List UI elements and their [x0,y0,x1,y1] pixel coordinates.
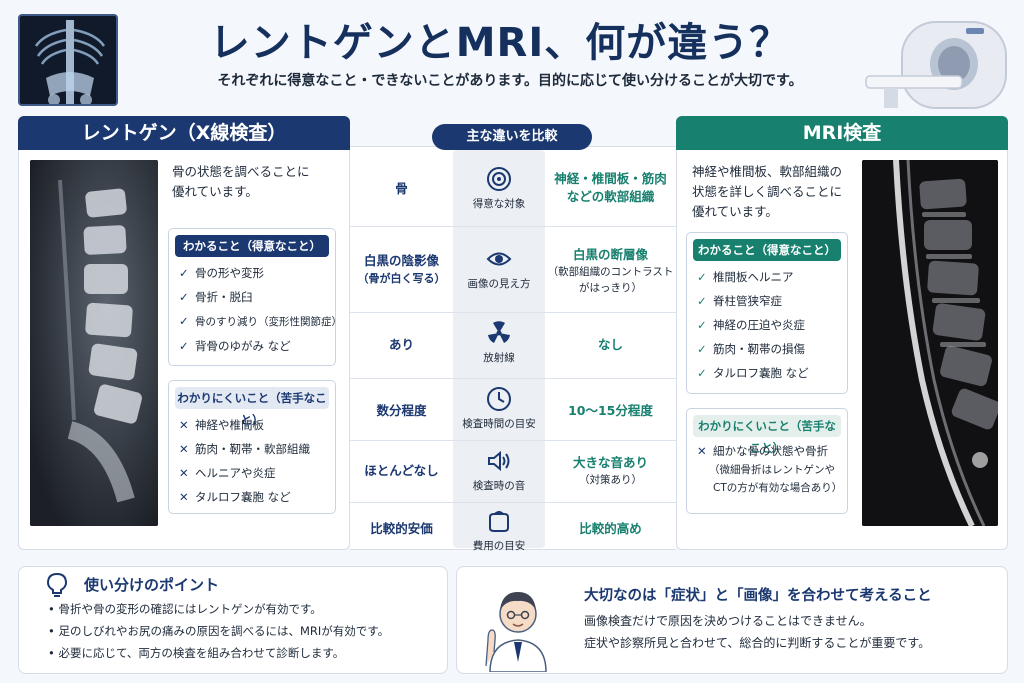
list-item: ✕筋肉・靭帯・軟部組織 [169,437,335,461]
mri-bad-title: わかりにくいこと（苦手なこと） [693,415,841,455]
cross-icon: ✕ [179,418,189,432]
check-icon: ✓ [697,270,707,284]
list-item: ✕細かな骨の状態や骨折 [687,441,847,461]
cross-icon: ✕ [179,490,189,504]
list-item: ✓背骨のゆがみ など [169,334,335,358]
lightbulb-icon [46,572,68,602]
mri-good-title: わかること（得意なこと） [693,239,841,261]
check-icon: ✓ [697,366,707,380]
list-item: ✓神経の圧迫や炎症 [687,313,847,337]
comparison-center-column [453,150,545,548]
mri-description: 神経や椎間板、軟部組織の 状態を詳しく調べることに 優れています。 [692,164,843,219]
row-divider [350,440,676,441]
mri-cost-value: 比較的高め [579,521,642,536]
row-divider [350,502,676,503]
doctor-illustration [476,570,560,673]
list-item: ✓骨のすり減り（変形性関節症） [169,309,342,334]
list-item: ✕タルロフ嚢胞 など [169,485,335,509]
xray-radiation-value: あり [388,337,414,352]
important-line-1: 画像検査だけで原因を決めつけることはできません。 [584,614,872,628]
cross-icon: ✕ [179,442,189,456]
mri-image-value: 白黒の断層像 （軟部組織のコントラストがはっきり） [547,247,674,294]
tips-title: 使い分けのポイント [84,576,220,594]
mri-good-box: わかること（得意なこと） ✓椎間板ヘルニア ✓脊柱管狭窄症 ✓神経の圧迫や炎症 … [686,232,848,394]
wallet-icon [489,511,509,532]
mri-target-value: 神経・椎間板・筋肉などの軟部組織 [554,171,667,204]
list-item: • 必要に応じて、両方の検査を組み合わせて診断します。 [48,646,345,660]
mri-radiation-value: なし [597,337,623,352]
check-icon: ✓ [179,266,189,280]
comparison-row-target: 得意な対象 [453,166,545,211]
xray-cost-value: 比較的安価 [370,521,433,536]
list-item-note: （微細骨折はレントゲンや [709,464,835,476]
page-subtitle: それぞれに得意なこと・できないことがあります。目的に応じて使い分けることが大切で… [217,73,803,89]
page-title: レントゲンとMRI、何が違う？ [209,20,791,66]
check-icon: ✓ [697,342,707,356]
clock-icon [487,387,511,411]
row-divider [350,226,676,227]
list-item: ✓脊柱管狭窄症 [687,289,847,313]
comparison-heading: 主な違いを比較 [432,124,592,150]
cross-icon: ✕ [179,466,189,480]
target-icon [487,167,511,191]
radiation-icon [488,321,510,343]
xray-image-value: 白黒の陰影像（骨が白く写る） [357,253,446,285]
comparison-row-noise: 検査時の音 [453,448,545,493]
eye-icon [486,252,512,266]
xray-good-box: わかること（得意なこと） ✓骨の形や変形 ✓骨折・脱臼 ✓骨のすり減り（変形性関… [168,228,342,366]
important-line-2: 症状や診察所見と合わせて、総合的に判断することが重要です。 [584,636,931,650]
check-icon: ✓ [697,294,707,308]
mri-heading: MRI検査 [676,116,1008,150]
mri-time-value: 10〜15分程度 [568,403,653,418]
list-item: • 足のしびれやお尻の痛みの原因を調べるには、MRIが有効です。 [48,624,390,638]
xray-description: 骨の状態を調べることに 優れています。 [172,164,310,199]
xray-good-title: わかること（得意なこと） [175,235,329,257]
xray-heading: レントゲン（X線検査） [18,116,350,150]
check-icon: ✓ [697,318,707,332]
list-item: ✕ヘルニアや炎症 [169,461,335,485]
list-item: ✓タルロフ嚢胞 など [687,361,847,385]
tips-box [18,566,448,674]
speaker-icon [488,450,510,472]
xray-spine-image [30,160,158,526]
xray-noise-value: ほとんどなし [364,463,439,478]
comparison-row-cost: 費用の目安 [453,508,545,553]
xray-target-value: 骨 [395,181,408,196]
cross-icon: ✕ [697,444,707,458]
list-item: ✓椎間板ヘルニア [687,265,847,289]
xray-bad-title: わかりにくいこと（苦手なこと） [175,387,329,427]
xray-time-value: 数分程度 [376,403,427,418]
comparison-row-radiation: 放射線 [453,320,545,365]
xray-thumbnail-image [18,14,118,106]
list-item: ✓骨の形や変形 [169,261,335,285]
important-title: 大切なのは「症状」と「画像」を合わせて考えること [584,588,932,604]
row-divider [350,312,676,313]
important-box [456,566,1008,674]
mri-bad-box: わかりにくいこと（苦手なこと） ✕細かな骨の状態や骨折 （微細骨折はレントゲンや… [686,408,848,514]
comparison-row-image: 画像の見え方 [453,246,545,291]
list-item: ✓骨折・脱臼 [169,285,335,309]
comparison-row-time: 検査時間の目安 [453,386,545,431]
check-icon: ✓ [179,339,189,353]
mri-spine-image [862,160,998,526]
list-item: • 骨折や骨の変形の確認にはレントゲンが有効です。 [48,602,322,616]
mri-noise-value: 大きな音あり（対策あり） [572,455,648,486]
list-item: ✕神経や椎間板 [169,413,335,437]
list-item-note: CTの方が有効な場合あり） [713,482,843,494]
check-icon: ✓ [179,314,189,328]
mri-machine-illustration [862,14,1012,114]
tips-list: • 骨折や骨の変形の確認にはレントゲンが有効です。 • 足のしびれやお尻の痛みの… [48,598,444,664]
check-icon: ✓ [179,290,189,304]
list-item: ✓筋肉・靭帯の損傷 [687,337,847,361]
xray-bad-box: わかりにくいこと（苦手なこと） ✕神経や椎間板 ✕筋肉・靭帯・軟部組織 ✕ヘルニ… [168,380,336,514]
row-divider [350,378,676,379]
